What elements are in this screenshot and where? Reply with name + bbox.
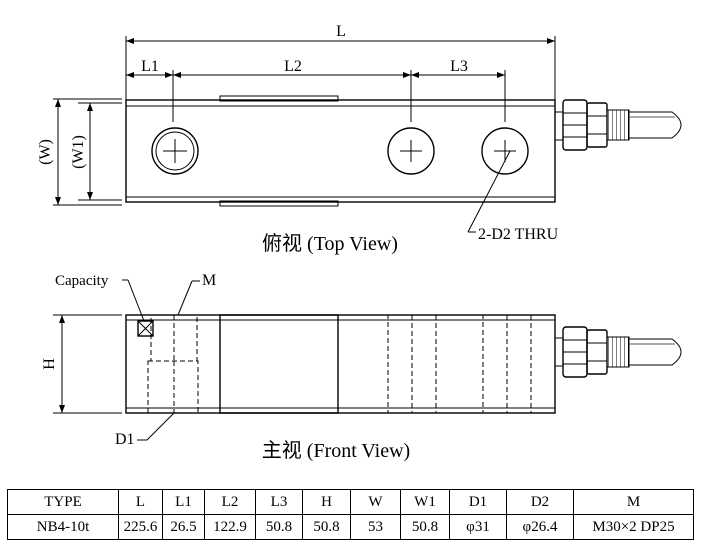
- hole-note-label: 2-D2 THRU: [478, 226, 559, 243]
- hole-label-d1: D1: [115, 431, 135, 448]
- dimension-label-L1: L1: [141, 58, 159, 75]
- technical-drawing: L L1 L2 L3 (W) (W1): [37, 23, 682, 462]
- dimension-label-L3: L3: [450, 58, 468, 75]
- front-view-caption: 主视 (Front View): [262, 439, 410, 462]
- mounting-hole-d1: [151, 127, 199, 175]
- spec-table-row: NB4-10t 225.6 26.5 122.9 50.8 50.8 53 50…: [7, 514, 694, 540]
- cell-type: NB4-10t: [7, 514, 119, 540]
- header-type: TYPE: [7, 489, 119, 515]
- load-cell-body-front: [125, 314, 556, 414]
- through-hole-2: [481, 127, 529, 175]
- thread-label: M: [202, 272, 216, 289]
- gauge-area-top-strip: [219, 95, 339, 102]
- dimension-label-W: (W): [37, 139, 54, 165]
- header-m: M: [573, 489, 694, 515]
- header-l2: L2: [204, 489, 256, 515]
- cell-w1: 50.8: [400, 514, 450, 540]
- load-cell-body-top: [125, 99, 556, 203]
- through-hole-1: [387, 127, 435, 175]
- leader-line-thread: [177, 280, 193, 316]
- dimension-label-H: H: [41, 358, 58, 370]
- capacity-label: Capacity: [55, 273, 109, 289]
- leader-line-d1: [146, 412, 175, 441]
- header-w: W: [350, 489, 401, 515]
- cell-h: 50.8: [302, 514, 351, 540]
- header-h: H: [302, 489, 351, 515]
- cell-d1: φ31: [449, 514, 507, 540]
- spec-table-header-row: TYPE L L1 L2 L3 H W W1 D1 D2 M: [7, 489, 694, 515]
- cell-d2: φ26.4: [506, 514, 574, 540]
- header-l1: L1: [162, 489, 205, 515]
- dimension-label-L2: L2: [284, 58, 302, 75]
- header-d1: D1: [449, 489, 507, 515]
- gauge-area-bottom-strip: [219, 200, 339, 207]
- cable-connector-top: [554, 99, 682, 151]
- dimension-label-L: L: [336, 23, 346, 40]
- capacity-marker: [137, 320, 154, 337]
- hidden-thread-hole: [150, 314, 198, 362]
- cell-m: M30×2 DP25: [573, 514, 694, 540]
- leader-line-hole-note: [467, 150, 511, 233]
- spec-table: TYPE L L1 L2 L3 H W W1 D1 D2 M NB4-10t 2…: [7, 489, 694, 540]
- cell-l2: 122.9: [204, 514, 256, 540]
- header-l3: L3: [255, 489, 303, 515]
- header-d2: D2: [506, 489, 574, 515]
- top-view: L L1 L2 L3 (W) (W1): [37, 23, 682, 255]
- cable-connector-front: [554, 326, 682, 378]
- front-view: H Capacity M D1: [41, 272, 682, 462]
- header-w1: W1: [400, 489, 450, 515]
- header-l: L: [118, 489, 163, 515]
- cell-l: 225.6: [118, 514, 163, 540]
- cell-l1: 26.5: [162, 514, 205, 540]
- cell-l3: 50.8: [255, 514, 303, 540]
- dimension-label-W1: (W1): [70, 135, 87, 169]
- hidden-counterbore-d1: [147, 360, 199, 414]
- cell-w: 53: [350, 514, 401, 540]
- leader-line-capacity: [127, 279, 145, 322]
- top-view-caption: 俯视 (Top View): [262, 232, 398, 255]
- strain-gauge-pocket: [219, 314, 339, 414]
